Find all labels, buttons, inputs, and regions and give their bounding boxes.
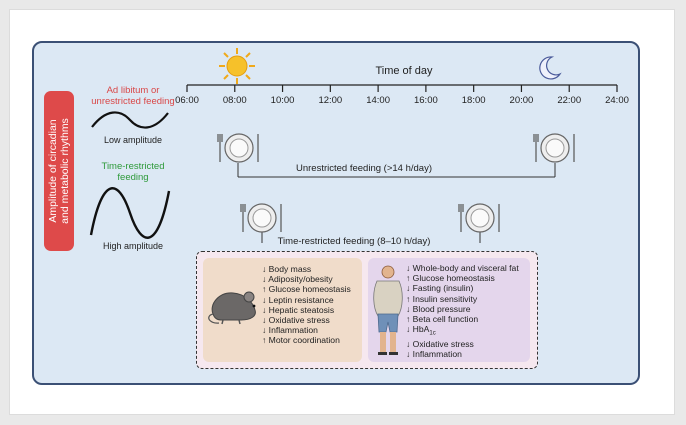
ad-libitum-label: Ad libitum or unrestricted feeding xyxy=(82,85,184,107)
mouse-effect-item: ↓ Hepatic steatosis xyxy=(262,305,351,315)
human-effect-item: ↓ Whole-body and visceral fat xyxy=(406,263,519,273)
effect-arrow: ↓ xyxy=(262,264,267,274)
mouse-effect-item: ↑ Glucose homeostasis xyxy=(262,284,351,294)
effect-arrow: ↓ xyxy=(406,283,411,294)
effect-arrow: ↓ xyxy=(262,315,267,326)
sun-icon xyxy=(219,48,255,84)
effect-arrow: ↑ xyxy=(262,284,267,295)
effect-text: Adiposity/obesity xyxy=(266,274,333,285)
time-tick-label: 16:00 xyxy=(413,95,438,106)
low-amplitude-label: Low amplitude xyxy=(103,135,163,145)
effect-text: Body mass xyxy=(266,264,312,274)
effect-text: Hepatic steatosis xyxy=(266,304,335,315)
human-effects-panel: ↓ Whole-body and visceral fat↑ Glucose h… xyxy=(368,258,530,362)
effect-text: Inflammation xyxy=(410,349,462,360)
time-tick-label: 18:00 xyxy=(461,95,486,106)
effect-text: Oxidative stress xyxy=(266,315,330,326)
effect-text: Fasting (insulin) xyxy=(410,283,474,294)
time-restricted-line2: feeding xyxy=(117,172,149,183)
effect-arrow: ↓ xyxy=(406,339,411,350)
human-icon xyxy=(373,265,403,355)
human-effect-item: ↑ Insulin sensitivity xyxy=(406,294,519,304)
time-restricted-label: Time-restricted feeding xyxy=(82,161,184,183)
human-effect-item: ↑ Glucose homeostasis xyxy=(406,273,519,283)
effect-text: Motor coordination xyxy=(266,335,340,346)
effect-arrow: ↓ xyxy=(406,349,411,360)
plate-icon xyxy=(217,133,259,163)
effect-text: Insulin sensitivity xyxy=(410,293,478,304)
mouse-effect-item: ↓ Body mass xyxy=(262,264,351,274)
time-tick-label: 20:00 xyxy=(509,95,534,106)
time-tick-label: 22:00 xyxy=(557,95,582,106)
human-effect-item: ↑ Beta cell function xyxy=(406,314,519,324)
mouse-effect-item: ↓ Oxidative stress xyxy=(262,315,351,325)
effect-arrow: ↑ xyxy=(406,314,411,325)
effect-arrow: ↓ xyxy=(262,304,267,315)
time-tick-label: 10:00 xyxy=(270,95,295,106)
effect-text: Oxidative stress xyxy=(410,339,474,350)
time-axis-title: Time of day xyxy=(375,65,433,77)
plate-icon xyxy=(458,203,500,233)
moon-icon xyxy=(539,56,562,80)
mouse-effect-item: ↓ Leptin resistance xyxy=(262,295,351,305)
mouse-effects-panel: ↓ Body mass↓ Adiposity/obesity↑ Glucose … xyxy=(203,258,362,362)
time-tick-label: 12:00 xyxy=(318,95,343,106)
effect-text: Glucose homeostasis xyxy=(410,273,495,284)
effect-text: Beta cell function xyxy=(410,314,479,325)
mouse-icon xyxy=(208,291,256,325)
human-effect-item: ↓ Fasting (insulin) xyxy=(406,283,519,293)
effect-arrow: ↓ xyxy=(262,294,267,305)
time-tick-label: 14:00 xyxy=(366,95,390,106)
effect-arrow: ↓ xyxy=(406,324,411,335)
human-effect-item: ↓ Oxidative stress xyxy=(406,339,519,349)
high-amplitude-wave-icon xyxy=(89,187,171,239)
effect-subscript: 1c xyxy=(429,330,436,337)
effect-arrow: ↑ xyxy=(262,335,267,346)
plate-icon xyxy=(533,133,575,163)
time-tick-label: 08:00 xyxy=(222,95,247,106)
low-amplitude-wave-icon xyxy=(91,111,169,129)
effect-arrow: ↓ xyxy=(262,325,267,336)
effect-text: Inflammation xyxy=(266,325,318,336)
amplitude-sidebar: Amplitude of circadian and metabolic rhy… xyxy=(44,91,74,251)
ad-libitum-line2: unrestricted feeding xyxy=(91,96,175,107)
human-effect-item: ↓ HbA1c xyxy=(406,324,519,339)
time-tick-label: 24:00 xyxy=(605,95,629,106)
effect-arrow: ↓ xyxy=(406,263,411,273)
effect-text: Leptin resistance xyxy=(266,294,334,305)
high-amplitude-label: High amplitude xyxy=(102,241,164,251)
unrestricted-feeding-label: Unrestricted feeding (>14 h/day) xyxy=(296,163,432,174)
time-tick-label: 06:00 xyxy=(175,95,199,106)
time-restricted-feeding-label: Time-restricted feeding (8–10 h/day) xyxy=(277,236,431,247)
time-restricted-line1: Time-restricted xyxy=(101,161,165,172)
plate-icon xyxy=(240,203,282,233)
effect-arrow: ↓ xyxy=(406,303,411,314)
human-effect-item: ↓ Blood pressure xyxy=(406,304,519,314)
mouse-effects-list: ↓ Body mass↓ Adiposity/obesity↑ Glucose … xyxy=(262,264,351,346)
effect-arrow: ↑ xyxy=(406,293,411,304)
mouse-effect-item: ↓ Inflammation xyxy=(262,325,351,335)
effect-text: Glucose homeostasis xyxy=(266,284,351,295)
ad-libitum-line1: Ad libitum or xyxy=(106,85,160,96)
mouse-effect-item: ↑ Motor coordination xyxy=(262,335,351,345)
effect-text: HbA xyxy=(410,324,430,335)
time-axis xyxy=(186,84,618,92)
effect-text: Blood pressure xyxy=(410,303,471,314)
mouse-effect-item: ↓ Adiposity/obesity xyxy=(262,274,351,284)
diagram-panel: Amplitude of circadian and metabolic rhy… xyxy=(32,41,640,385)
effect-arrow: ↓ xyxy=(262,274,267,285)
effects-box: ↓ Body mass↓ Adiposity/obesity↑ Glucose … xyxy=(196,251,538,369)
human-effects-list: ↓ Whole-body and visceral fat↑ Glucose h… xyxy=(406,263,519,360)
human-effect-item: ↓ Inflammation xyxy=(406,349,519,359)
figure-frame: Amplitude of circadian and metabolic rhy… xyxy=(9,9,675,415)
effect-arrow: ↑ xyxy=(406,273,411,284)
effect-text: Whole-body and visceral fat xyxy=(410,263,519,273)
